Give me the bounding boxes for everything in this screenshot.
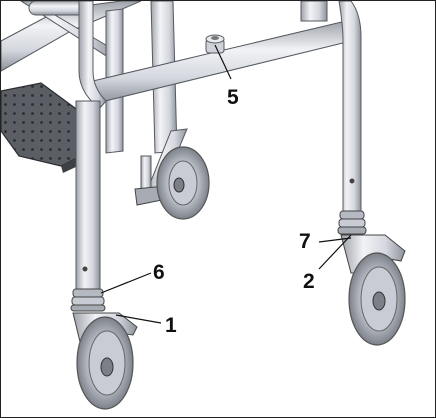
cross-bar — [92, 20, 352, 104]
rear-caster — [134, 146, 210, 220]
callout-6: 6 — [153, 261, 165, 284]
right-front-leg — [337, 1, 406, 274]
callout-5: 5 — [227, 86, 239, 109]
callout-7: 7 — [299, 230, 311, 253]
callout-1: 1 — [165, 314, 177, 337]
leader-1 — [115, 314, 162, 324]
leader-2 — [318, 234, 352, 270]
leader-7 — [318, 237, 352, 243]
right-caster-wheel — [348, 252, 406, 346]
left-caster-wheel — [76, 316, 134, 410]
callout-2: 2 — [303, 270, 315, 293]
leader-5 — [214, 44, 232, 80]
leader-6 — [100, 272, 152, 294]
callout-leaders — [100, 44, 352, 324]
left-front-leg — [70, 1, 138, 347]
